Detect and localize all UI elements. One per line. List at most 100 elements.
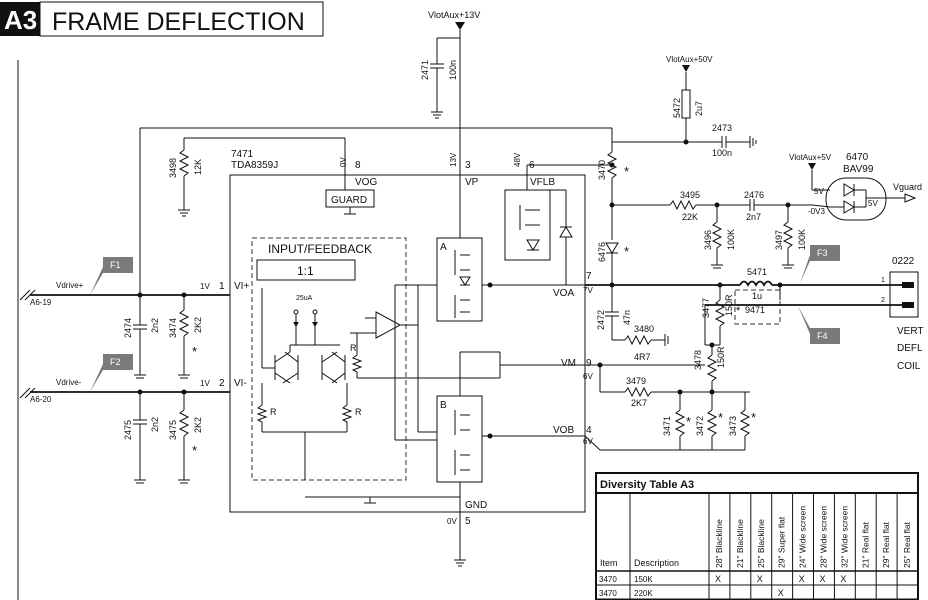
r3479-ref: 3479 [626, 376, 646, 386]
r3495-val: 22K [682, 212, 698, 222]
c2472-val: 47n [622, 310, 632, 325]
table-cell-mark: X [799, 574, 805, 584]
f2-label: F2 [110, 357, 121, 367]
table-cell-mark: X [778, 588, 784, 598]
r3495-resistor-icon [669, 199, 697, 211]
d6470-package [825, 177, 887, 221]
pin-7-voltage: 7V [583, 286, 593, 295]
pin-vp-label: VP [465, 177, 479, 188]
f1-flag [103, 257, 133, 273]
r3498-resistor-icon [178, 149, 190, 177]
pin-1-number: 1 [219, 281, 225, 292]
supply-arrow-icon [682, 65, 690, 72]
ic-outline [229, 174, 586, 513]
vguard-arrow-icon [904, 193, 917, 203]
r3497a-ref: 3497 [774, 230, 784, 250]
c2473-ref: 2473 [712, 123, 732, 133]
resistor-r-icon [351, 354, 363, 373]
supply-arrow-icon [808, 163, 816, 170]
a6-19-label: A6-19 [30, 298, 52, 307]
pin-3-voltage: 13V [449, 152, 458, 167]
r3480-ref: 3480 [634, 324, 654, 334]
r3480-val: 4R7 [634, 352, 651, 362]
l5472-ref: 5472 [672, 98, 682, 118]
r3472-resistor-icon [706, 409, 718, 437]
table-cell-mark: X [757, 574, 763, 584]
d6476-diode-icon [605, 242, 619, 254]
r3496-val: 100K [726, 229, 736, 250]
wire-break-icon [19, 289, 31, 301]
resistor-r-label: R [350, 343, 357, 353]
l5471-val: 1u [752, 291, 762, 301]
table-cell-desc: 220K [634, 589, 653, 598]
input-feedback-block [251, 237, 407, 481]
supply-50v-label: VlotAux+50V [666, 55, 713, 64]
svg-text:*: * [192, 344, 197, 359]
r3498-val: 12K [193, 159, 203, 175]
output-network: 5471 1u F3 2472 47n 3480 4R7 3477 150R *… [584, 245, 905, 451]
r3473-ref: 3473 [728, 416, 738, 436]
c2471-ref: 2471 [420, 60, 430, 80]
r3474-val: 2K2 [193, 317, 203, 333]
c2474-val: 2n2 [150, 318, 160, 333]
r3475-ref: 3475 [168, 420, 178, 440]
connector-0222: 0222 1 2 VERT DEFL COIL [881, 256, 924, 372]
l5471-ref: 5471 [747, 267, 767, 277]
r3496-resistor-icon [711, 221, 723, 249]
connector-pin1: 1 [881, 277, 885, 284]
pin-6-voltage: 48V [513, 152, 522, 167]
f4-label: F4 [817, 331, 828, 341]
header: A3 FRAME DEFLECTION [0, 1, 324, 37]
input-network: Vdrive+ A6-19 F1 Vdrive- A6-20 F2 2474 2… [19, 257, 230, 484]
pin-gnd-label: GND [465, 500, 487, 511]
current-source-label: 25uA [296, 295, 313, 302]
r3471-resistor-icon [674, 409, 686, 437]
bav-out-label: 5V [868, 199, 878, 208]
supply-13v-label: VlotAux+13V [428, 10, 480, 20]
resistor-r-icon [341, 404, 353, 423]
pin-5-number: 5 [465, 516, 471, 527]
a6-20-label: A6-20 [30, 395, 52, 404]
table-variant-header: 29" Real flat [881, 521, 891, 568]
supply-arrow-icon [455, 22, 465, 30]
diode-icon [843, 183, 855, 197]
table-variant-header: 21" Real flat [860, 521, 870, 568]
svg-text:*: * [192, 443, 197, 458]
svg-text:*: * [736, 305, 741, 317]
f3-flag [810, 245, 840, 261]
connector-body [889, 271, 919, 318]
r3497a-val: 100K [797, 229, 807, 250]
d6470-val: BAV99 [843, 164, 874, 175]
table-cell-mark: X [820, 574, 826, 584]
wire-break-icon [19, 387, 31, 399]
r3475-resistor-icon [178, 409, 190, 437]
opamp-icon [375, 311, 402, 339]
clamp-diode-6470: VlotAux+5V 6470 BAV99 5V -0V3 5V Vguard [789, 152, 922, 221]
pin-9-voltage: 6V [583, 372, 593, 381]
c2475-val: 2n2 [150, 417, 160, 432]
pin-9-number: 9 [586, 358, 592, 369]
current-source-icon [312, 309, 318, 315]
pin-2-number: 2 [219, 378, 225, 389]
pin-vm-label: VM [561, 358, 576, 369]
coil-label-2: DEFL [897, 343, 923, 354]
table-variant-header: 32" Wide screen [839, 506, 849, 568]
l5472-val: 2u7 [694, 101, 704, 116]
table-cell-mark: X [715, 574, 721, 584]
current-arrow-icon [312, 322, 318, 327]
supply-13v: VlotAux+13V 2471 100n [420, 10, 480, 175]
table-cell-item: 3470 [599, 589, 617, 598]
flyback-network: 3470 * 6476 * 3495 22K 2476 2n7 3496 100… [526, 128, 812, 285]
f1-label: F1 [110, 260, 121, 270]
r3471-ref: 3471 [662, 416, 672, 436]
r3472-ref: 3472 [695, 416, 705, 436]
r3498-ref: 3498 [168, 158, 178, 178]
r3479-resistor-icon [624, 386, 652, 398]
d6476-val: * [624, 244, 629, 259]
coil-label-3: COIL [897, 361, 921, 372]
d6470-ref: 6470 [846, 152, 869, 163]
table-title: Diversity Table A3 [600, 479, 694, 491]
c2472-ref: 2472 [596, 310, 606, 330]
vguard-label: Vguard [893, 182, 922, 192]
r3478-val: 150R [716, 346, 726, 368]
